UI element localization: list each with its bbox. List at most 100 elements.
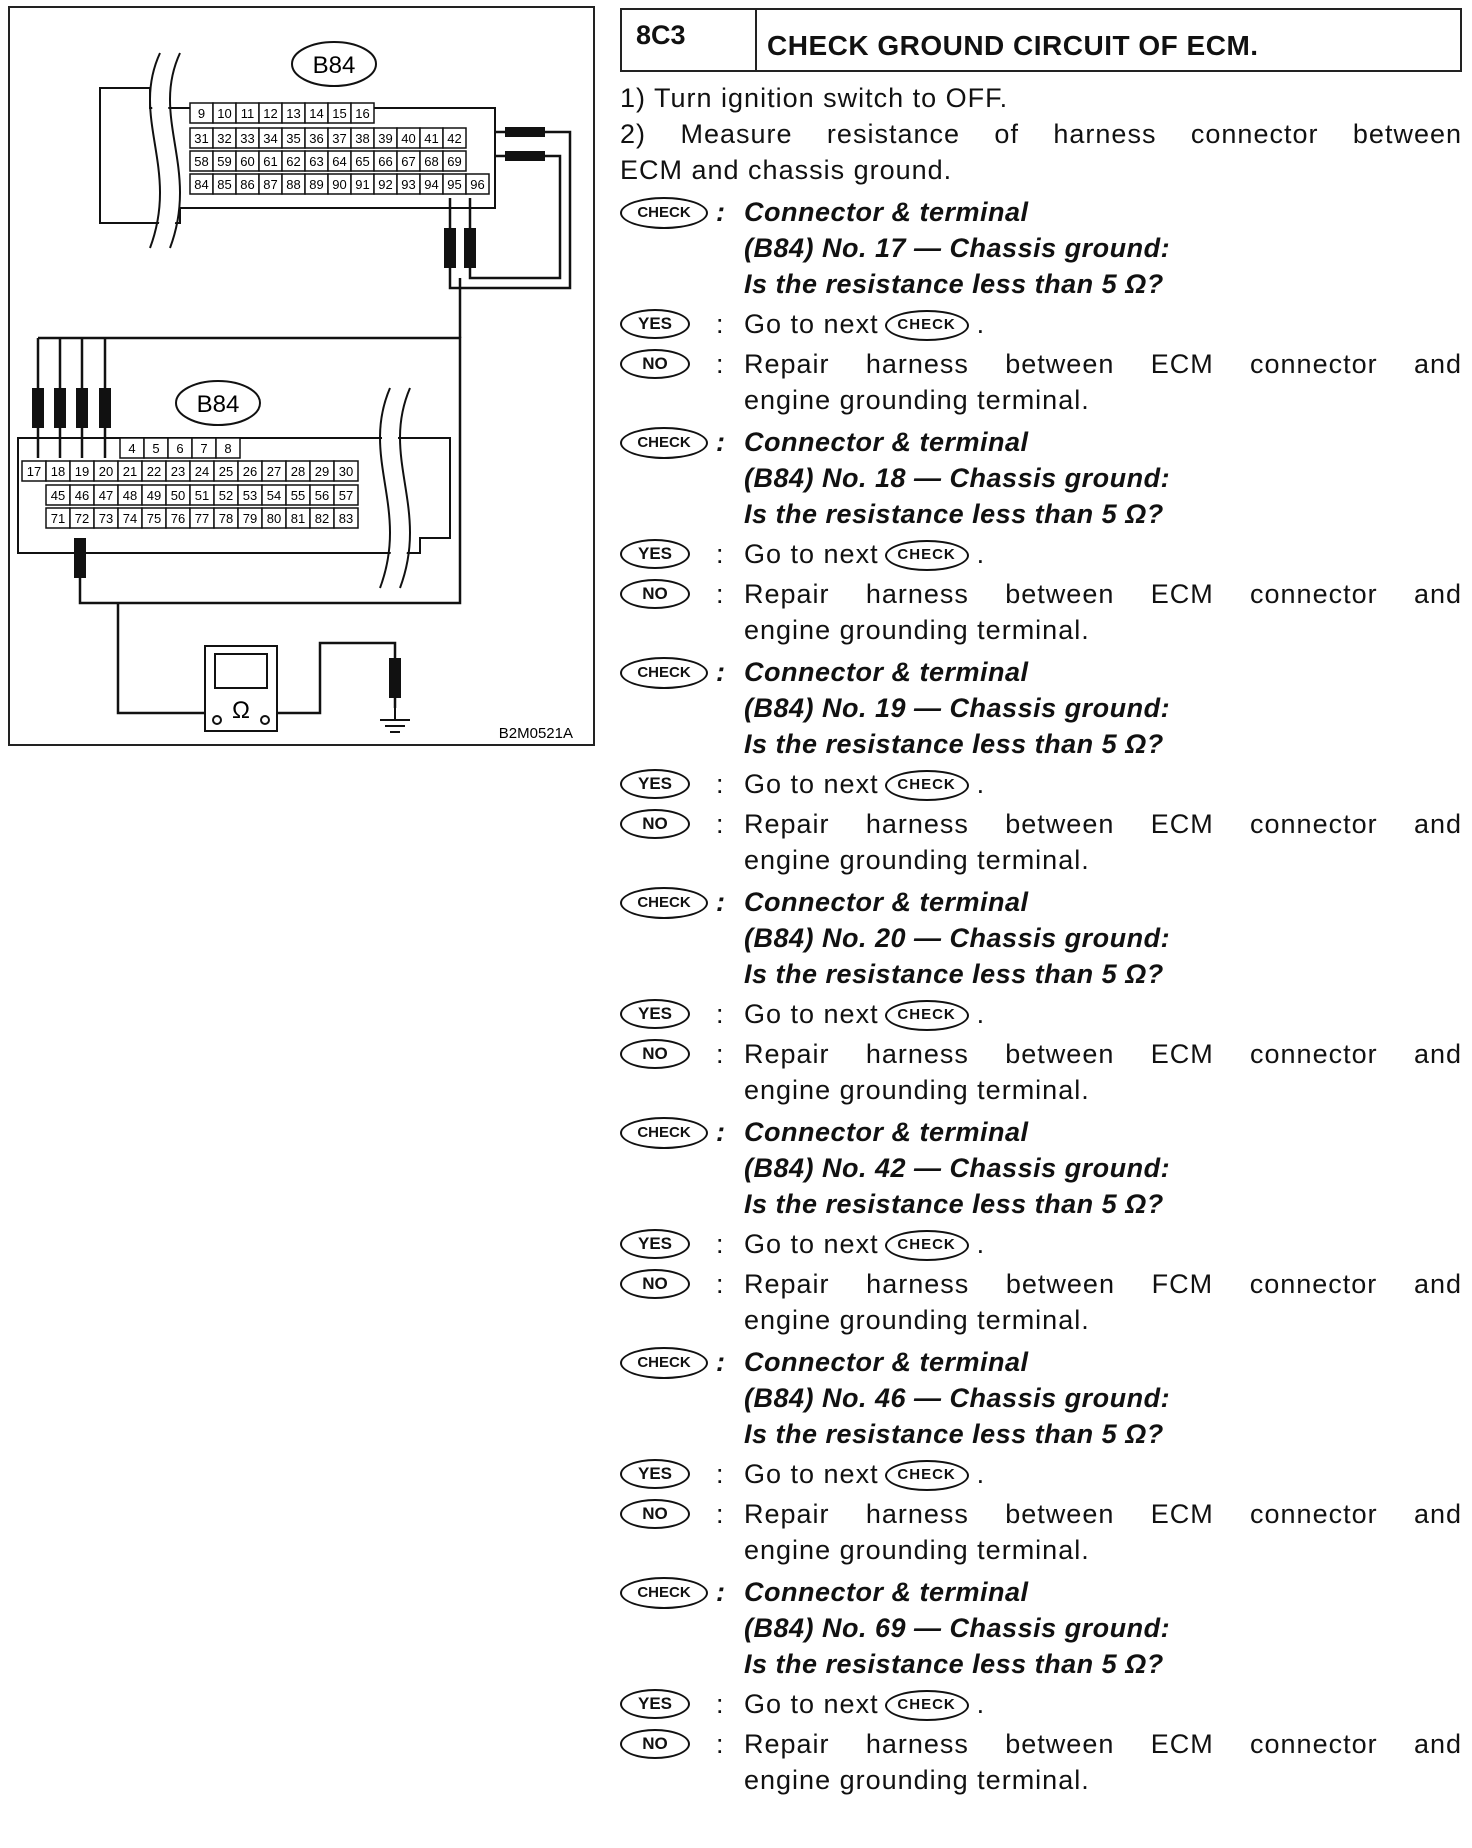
- test-leads: [36, 130, 572, 715]
- check-line-3: Is the resistance less than 5 Ω?: [744, 499, 1164, 529]
- colon: :: [716, 1039, 724, 1069]
- check-line-2: (B84) No. 20 — Chassis ground:: [744, 923, 1171, 953]
- terminal-number: 81: [291, 511, 305, 526]
- no-row: NO : Repair harness between FCM connecto…: [620, 1266, 1462, 1338]
- terminal-number: 35: [286, 131, 300, 146]
- check-row: CHECK : Connector & terminal (B84) No. 6…: [620, 1574, 1462, 1682]
- colon: :: [716, 809, 724, 839]
- terminal-number: 64: [332, 154, 346, 169]
- colon: :: [716, 539, 724, 569]
- check-badge: CHECK: [620, 1117, 708, 1149]
- check-line-3: Is the resistance less than 5 Ω?: [744, 1189, 1164, 1219]
- instruction-2: 2) Measure resistance of harness connect…: [620, 119, 1462, 149]
- terminal-number: 39: [378, 131, 392, 146]
- ohm-symbol: Ω: [232, 697, 250, 724]
- colon: :: [716, 1117, 726, 1147]
- terminal-number: 66: [378, 154, 392, 169]
- terminal-number: 33: [240, 131, 254, 146]
- terminal-number: 21: [123, 464, 137, 479]
- terminal-number: 36: [309, 131, 323, 146]
- colon: :: [716, 1689, 724, 1719]
- terminal-number: 12: [263, 106, 277, 121]
- terminal-cell: [350, 102, 375, 124]
- terminal-number: 49: [147, 488, 161, 503]
- no-line-2: engine grounding terminal.: [744, 1535, 1090, 1565]
- terminal-number: 45: [51, 488, 65, 503]
- terminal-number: 60: [240, 154, 254, 169]
- ground-symbol-icon: [380, 708, 410, 733]
- yes-text: Go to next: [744, 539, 879, 569]
- terminal-number: 27: [267, 464, 281, 479]
- no-row: NO : Repair harness between ECM connecto…: [620, 1496, 1462, 1568]
- terminal-number: 77: [195, 511, 209, 526]
- period: .: [976, 1459, 986, 1489]
- terminal-number: 87: [263, 177, 277, 192]
- next-check-badge: CHECK: [884, 1690, 969, 1722]
- check-badge: CHECK: [620, 1577, 708, 1609]
- terminal-cell: [465, 173, 490, 195]
- terminal-number: 90: [332, 177, 346, 192]
- terminal-number: 7: [200, 441, 207, 456]
- check-line-3: Is the resistance less than 5 Ω?: [744, 1419, 1164, 1449]
- check-line-1: Connector & terminal: [744, 1347, 1029, 1377]
- break-line: [399, 387, 411, 589]
- check-line-1: Connector & terminal: [744, 427, 1029, 457]
- no-badge: NO: [620, 809, 690, 839]
- check-line-1: Connector & terminal: [744, 1117, 1029, 1147]
- check-list: CHECK : Connector & terminal (B84) No. 1…: [620, 194, 1462, 1798]
- no-line-2: engine grounding terminal.: [744, 1305, 1090, 1335]
- terminal-number: 55: [291, 488, 305, 503]
- terminal-cell: [215, 437, 241, 459]
- yes-text: Go to next: [744, 769, 879, 799]
- terminal-number: 72: [75, 511, 89, 526]
- colon: :: [716, 1459, 724, 1489]
- check-row: CHECK : Connector & terminal (B84) No. 4…: [620, 1114, 1462, 1222]
- colon: :: [716, 887, 726, 917]
- yes-text: Go to next: [744, 1689, 879, 1719]
- terminal-number: 46: [75, 488, 89, 503]
- terminal-number: 13: [286, 106, 300, 121]
- check-row: CHECK : Connector & terminal (B84) No. 1…: [620, 194, 1462, 302]
- terminal-number: 32: [217, 131, 231, 146]
- no-badge: NO: [620, 1039, 690, 1069]
- terminal-number: 41: [424, 131, 438, 146]
- procedure-section: 8C3 CHECK GROUND CIRCUIT OF ECM. 1) Turn…: [620, 8, 1462, 1798]
- terminal-number: 29: [315, 464, 329, 479]
- check-block: CHECK : Connector & terminal (B84) No. 4…: [620, 1114, 1462, 1338]
- step-title: CHECK GROUND CIRCUIT OF ECM.: [767, 30, 1259, 61]
- terminal-number: 69: [447, 154, 461, 169]
- check-block: CHECK : Connector & terminal (B84) No. 6…: [620, 1574, 1462, 1798]
- check-badge: CHECK: [620, 1347, 708, 1379]
- top-connector-label-oval: [291, 41, 377, 87]
- terminal-number: 96: [470, 177, 484, 192]
- no-badge: NO: [620, 1729, 690, 1759]
- terminal-number: 47: [99, 488, 113, 503]
- period: .: [976, 309, 986, 339]
- check-row: CHECK : Connector & terminal (B84) No. 1…: [620, 654, 1462, 762]
- terminal-cell: [333, 507, 359, 529]
- terminal-number: 19: [75, 464, 89, 479]
- yes-badge: YES: [620, 1459, 690, 1489]
- terminal-number: 9: [198, 106, 205, 121]
- bottom-connector-label: B84: [197, 391, 240, 418]
- terminal-number: 79: [243, 511, 257, 526]
- yes-text: Go to next: [744, 1229, 879, 1259]
- terminal-number: 22: [147, 464, 161, 479]
- terminal-number: 5: [152, 441, 159, 456]
- check-block: CHECK : Connector & terminal (B84) No. 2…: [620, 884, 1462, 1108]
- colon: :: [716, 999, 724, 1029]
- terminal-number: 53: [243, 488, 257, 503]
- terminal-number: 37: [332, 131, 346, 146]
- terminal-number: 91: [355, 177, 369, 192]
- yes-badge: YES: [620, 769, 690, 799]
- break-line: [169, 52, 181, 249]
- terminal-number: 93: [401, 177, 415, 192]
- check-block: CHECK : Connector & terminal (B84) No. 1…: [620, 424, 1462, 648]
- period: .: [976, 769, 986, 799]
